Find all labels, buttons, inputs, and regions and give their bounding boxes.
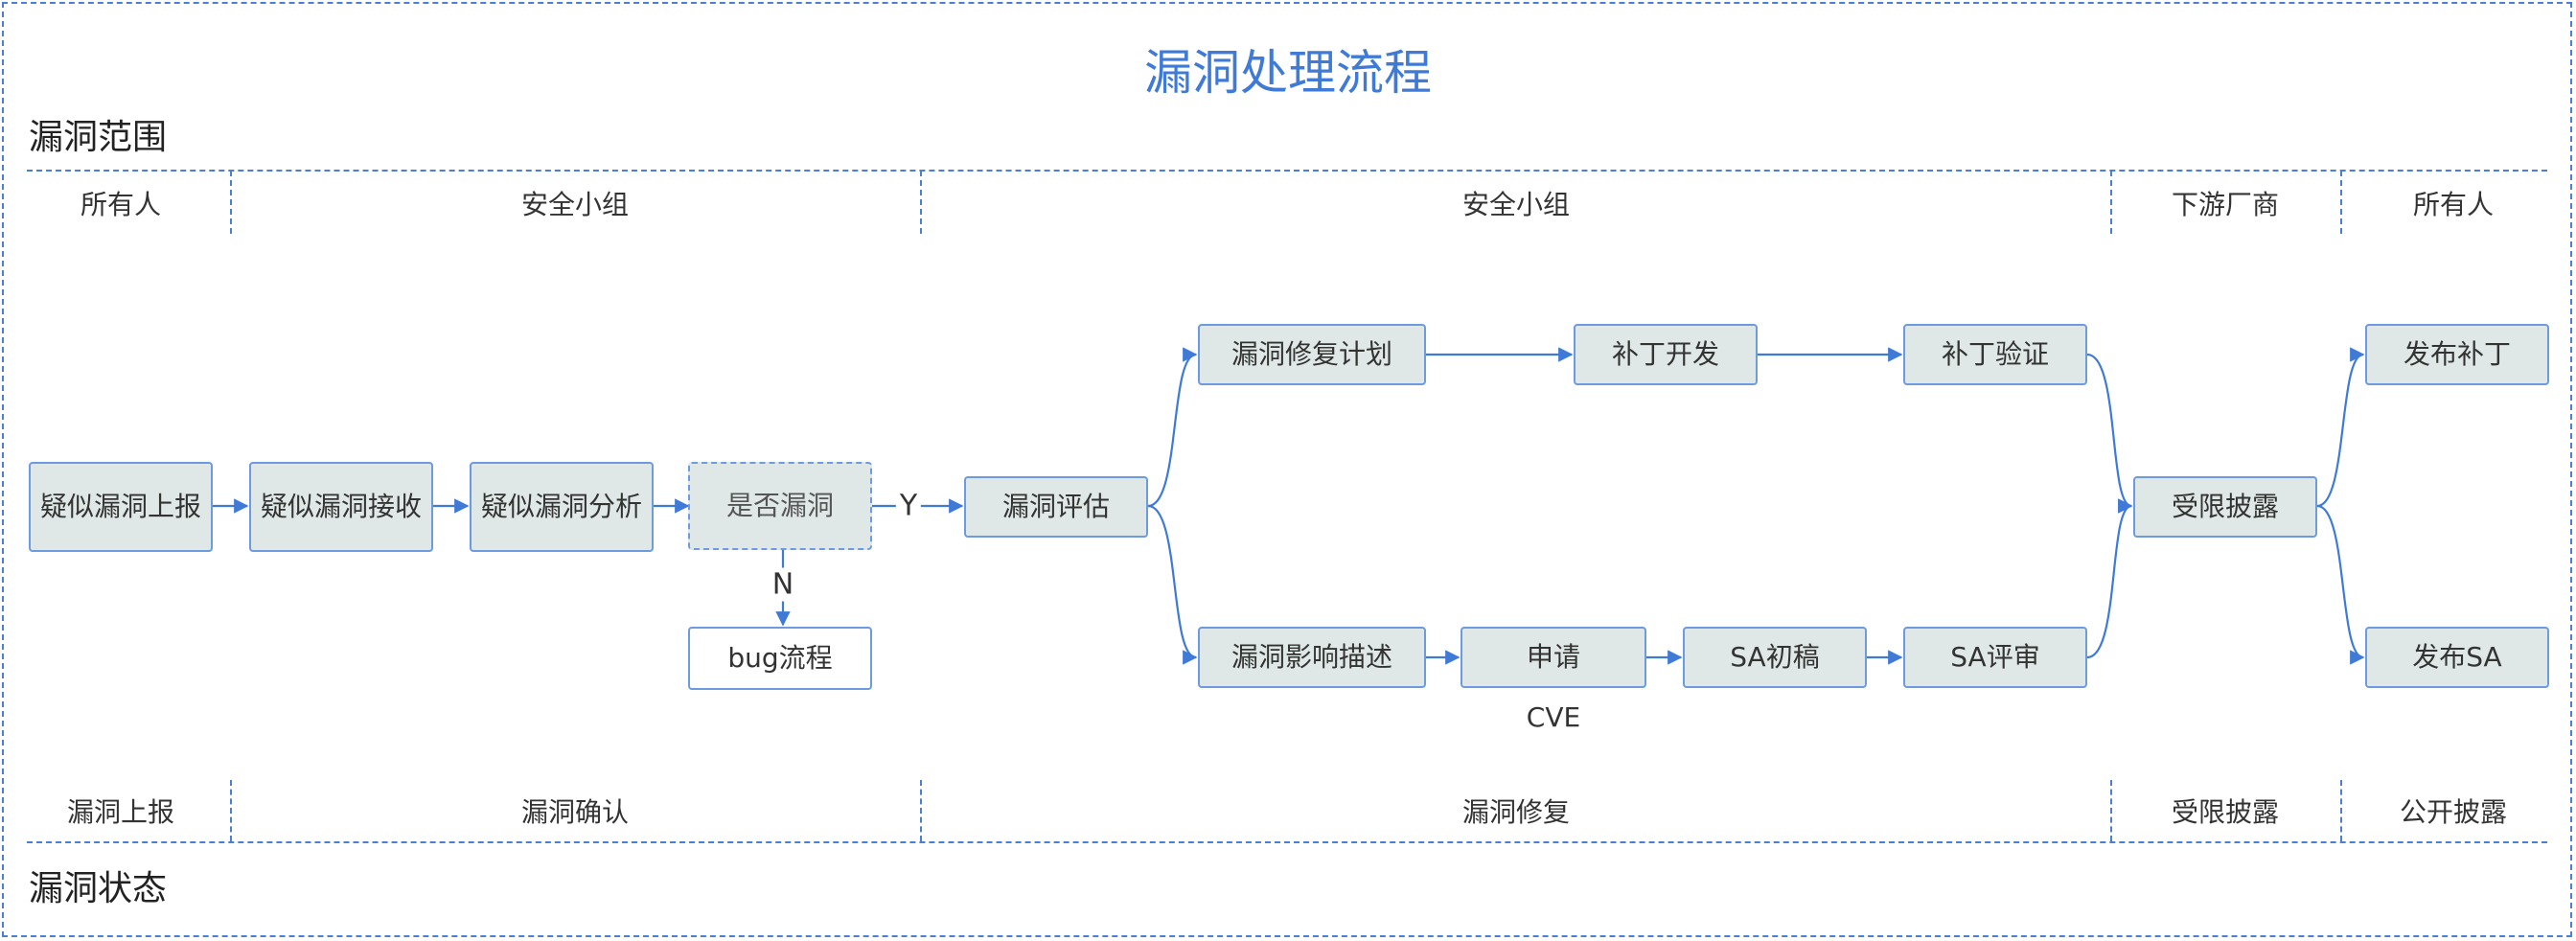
node-sa-draft: SA初稿 [1683, 627, 1867, 688]
owner-label-limited: 下游厂商 [2171, 189, 2280, 220]
owner-label-confirm: 安全小组 [520, 189, 630, 220]
state-label-confirm: 漏洞确认 [520, 796, 630, 828]
owner-label-report: 所有人 [80, 189, 162, 220]
state-separator [2110, 780, 2112, 841]
edge-evaluate-fixplan [1147, 347, 1198, 508]
edge-review-limited [2086, 498, 2133, 659]
owner-separator [2110, 171, 2112, 234]
state-label-report: 漏洞上报 [66, 796, 175, 828]
state-separator [230, 780, 232, 841]
edge-limited-sa [2316, 504, 2365, 665]
owner-separator [230, 171, 232, 234]
node-patch-verify: 补丁验证 [1903, 324, 2087, 385]
edge-evaluate-impact [1147, 504, 1198, 665]
node-fix-plan: 漏洞修复计划 [1198, 324, 1426, 385]
top-divider [27, 170, 2547, 172]
apply-sublabel: CVE [1526, 701, 1581, 733]
node-evaluate: 漏洞评估 [964, 476, 1148, 538]
bottom-divider [27, 841, 2547, 843]
node-impact-desc: 漏洞影响描述 [1198, 627, 1426, 688]
edge-limited-patch [2316, 347, 2365, 508]
owner-separator [920, 171, 922, 234]
state-separator [920, 780, 922, 841]
section-label-status: 漏洞状态 [29, 869, 168, 908]
state-separator [2340, 780, 2342, 841]
state-label-fix: 漏洞修复 [1461, 796, 1571, 828]
node-bug-flow: bug流程 [688, 627, 872, 690]
section-label-scope: 漏洞范围 [29, 118, 168, 157]
owner-label-public: 所有人 [2412, 189, 2495, 220]
diagram-title: 漏洞处理流程 [1144, 45, 1432, 101]
edge-label-no: N [768, 567, 798, 602]
state-label-public: 公开披露 [2399, 796, 2508, 828]
node-receive: 疑似漏洞接收 [249, 462, 433, 552]
node-analyze: 疑似漏洞分析 [470, 462, 654, 552]
node-limited-disclosure: 受限披露 [2133, 476, 2317, 538]
node-report: 疑似漏洞上报 [29, 462, 213, 552]
node-apply: 申请 [1460, 627, 1646, 688]
node-is-vuln: 是否漏洞 [688, 462, 872, 550]
node-sa-review: SA评审 [1903, 627, 2087, 688]
state-label-limited: 受限披露 [2171, 796, 2280, 828]
owner-label-fix: 安全小组 [1461, 189, 1571, 220]
owner-separator [2340, 171, 2342, 234]
node-publish-patch: 发布补丁 [2365, 324, 2549, 385]
edge-verify-limited [2086, 353, 2133, 514]
node-publish-sa: 发布SA [2365, 627, 2549, 688]
edge-label-yes: Y [895, 489, 922, 523]
node-patch-dev: 补丁开发 [1574, 324, 1758, 385]
